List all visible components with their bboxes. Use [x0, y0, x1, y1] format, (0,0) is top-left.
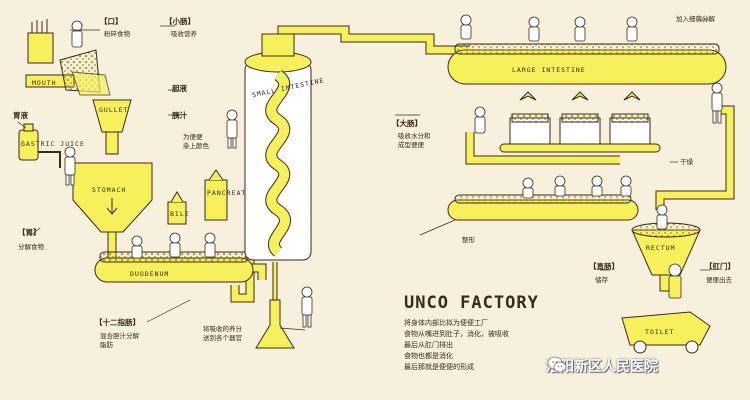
large-intestine-desc-line-1: 吸收水分和 — [398, 132, 431, 140]
small-intestine-tower: SMALL INTESTINE — [244, 33, 325, 261]
description-line-5: 最后那就是便便的形成 — [404, 363, 474, 371]
small-intestine-label: 【小肠】 — [165, 17, 195, 26]
pancreatic-label: 胰汁 — [172, 111, 187, 120]
bile-text: BILE — [170, 210, 190, 218]
worker — [169, 232, 181, 258]
rectum-text: RECTUM — [646, 244, 675, 252]
nutrients-desc: 将吸收的养分 送到各个器官 — [203, 325, 242, 343]
rectum-label: 【直肠】 — [589, 262, 619, 271]
watermark: 洛阳新区人民医院 — [546, 354, 658, 378]
workers — [64, 14, 723, 328]
nutrients-desc-line-2: 送到各个器官 — [203, 334, 242, 342]
factory-description: 将身体内部比拟为便便工厂 食物从嘴进到肚子，消化，被吸收 最后从肛门排出 食物也… — [404, 318, 509, 373]
worker — [474, 106, 486, 134]
worker — [656, 204, 668, 230]
large-intestine-desc: 吸收水分和 成型便便 — [398, 132, 431, 150]
stomach-desc: 分解食物 — [18, 243, 44, 251]
mouth-machine: MOUTH — [25, 19, 111, 96]
large-intestine-tank: LARGE INTESTINE — [447, 43, 727, 85]
duodenum-text: DUODENUM — [130, 270, 169, 278]
anus-desc: 便便出去 — [706, 276, 732, 284]
stomach-tank: STOMACH — [72, 162, 153, 233]
gastric-juice-bottle: GASTRIC JUICE — [18, 123, 85, 168]
duodenum-desc: 混合胆汁分解 脂肪 — [100, 332, 139, 350]
worker — [301, 286, 313, 328]
description-line-4: 食物也都是消化 — [404, 352, 453, 360]
form-desc: 整形 — [462, 236, 475, 244]
pancreatic-desc: 为便便 染上颜色 — [183, 133, 209, 151]
worker — [226, 109, 238, 149]
factory-title: UNCO FACTORY — [404, 293, 539, 313]
gullet-text: GULLET — [99, 106, 128, 114]
duodenum-label: 【十二指肠】 — [95, 318, 140, 327]
gastric-juice-label: 胃液 — [13, 111, 28, 120]
description-line-3: 最后从肛门排出 — [404, 341, 453, 349]
drying-baskets — [499, 113, 661, 153]
mouth-label: 【口】 — [100, 17, 123, 26]
rectum-funnel: RECTUM — [631, 222, 701, 292]
gastric-juice-text: GASTRIC JUICE — [21, 140, 85, 148]
toilet-cart: TOILET — [621, 311, 711, 354]
description-line-1: 将身体内部比拟为便便工厂 — [404, 319, 488, 327]
mouth-text: MOUTH — [32, 79, 57, 87]
watermark-text: 洛阳新区人民医院 — [546, 359, 658, 375]
mouth-desc: 粉碎食物 — [104, 30, 130, 38]
large-intestine-text: LARGE INTESTINE — [512, 66, 586, 74]
small-intestine-desc: 吸收营养 — [171, 30, 197, 38]
worker — [711, 82, 723, 124]
rectum-desc: 储存 — [595, 276, 608, 284]
worker — [528, 16, 540, 42]
bile-label: 胆液 — [172, 84, 187, 93]
toilet-text: TOILET — [645, 328, 674, 336]
shaping-belt — [447, 194, 639, 221]
nutrients-desc-line-1: 将吸收的养分 — [203, 325, 242, 333]
large-intestine-label: 【大肠】 — [392, 119, 422, 128]
worker — [574, 16, 586, 42]
pancreatic-desc-line-1: 为便便 — [183, 133, 203, 141]
dry-desc: 干燥 — [680, 158, 693, 166]
duodenum-desc-line-1: 混合胆汁分解 — [100, 332, 139, 340]
worker — [626, 16, 638, 42]
wechat-icon — [547, 356, 567, 373]
dryer-fans — [519, 91, 641, 101]
worker — [131, 235, 143, 259]
worker — [668, 263, 682, 299]
worker — [620, 175, 632, 197]
gullet-funnel: GULLET — [92, 99, 132, 155]
worker — [591, 175, 603, 197]
stomach-text: STOMACH — [92, 186, 126, 194]
worker — [522, 177, 534, 199]
leader-lines — [17, 19, 710, 331]
worker — [204, 232, 216, 258]
worker — [460, 14, 472, 40]
worker — [71, 20, 83, 48]
add-bacteria-desc: 加入细菌分解 — [676, 15, 715, 23]
anus-label: 【肛门】 — [705, 262, 735, 271]
pancreatic-desc-line-2: 染上颜色 — [183, 142, 209, 150]
stomach-label: 【胃】 — [18, 228, 41, 237]
duodenum-desc-line-2: 脂肪 — [100, 341, 113, 349]
bile-bottle: BILE — [167, 191, 190, 225]
nutrient-flask — [255, 299, 295, 349]
worker — [554, 175, 566, 197]
worker — [64, 146, 76, 186]
description-line-2: 食物从嘴进到肚子，消化，被吸收 — [404, 330, 509, 338]
large-intestine-desc-line-2: 成型便便 — [398, 141, 424, 149]
